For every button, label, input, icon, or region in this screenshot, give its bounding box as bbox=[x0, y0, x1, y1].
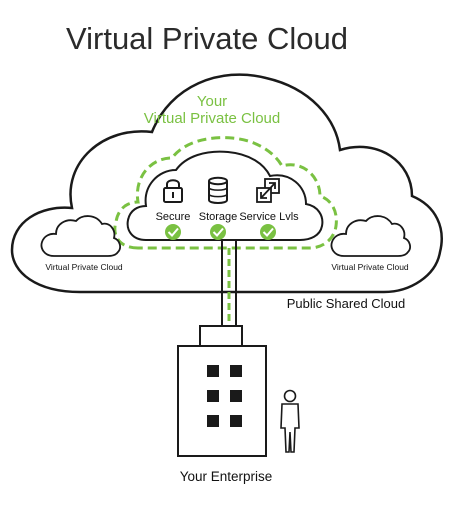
your-vpc-label-line1: Your bbox=[197, 93, 227, 110]
right-vpc-cloud bbox=[330, 215, 411, 257]
building-windows bbox=[207, 365, 242, 427]
connection-pipe bbox=[221, 240, 237, 326]
person-icon bbox=[280, 389, 300, 453]
enterprise-label: Your Enterprise bbox=[180, 469, 273, 484]
feature-label-storage: Storage bbox=[199, 211, 238, 223]
feature-label-service-levels: Service Lvls bbox=[239, 211, 299, 223]
left-vpc-label: Virtual Private Cloud bbox=[45, 262, 123, 272]
check-circle-icon bbox=[260, 224, 276, 240]
right-vpc-label: Virtual Private Cloud bbox=[331, 262, 409, 272]
left-vpc-cloud bbox=[40, 215, 121, 257]
feature-label-secure: Secure bbox=[156, 211, 191, 223]
public-shared-cloud-label: Public Shared Cloud bbox=[287, 296, 406, 311]
lock-icon bbox=[163, 179, 183, 203]
check-circle-icon bbox=[165, 224, 181, 240]
diagram-title: Virtual Private Cloud bbox=[66, 21, 348, 56]
your-vpc-dashed-outline bbox=[113, 136, 338, 250]
check-circle-icon bbox=[210, 224, 226, 240]
scale-arrows-icon bbox=[256, 178, 280, 203]
your-vpc-label-line2: Virtual Private Cloud bbox=[144, 110, 280, 127]
enterprise-building bbox=[177, 325, 267, 457]
database-icon bbox=[208, 176, 228, 204]
